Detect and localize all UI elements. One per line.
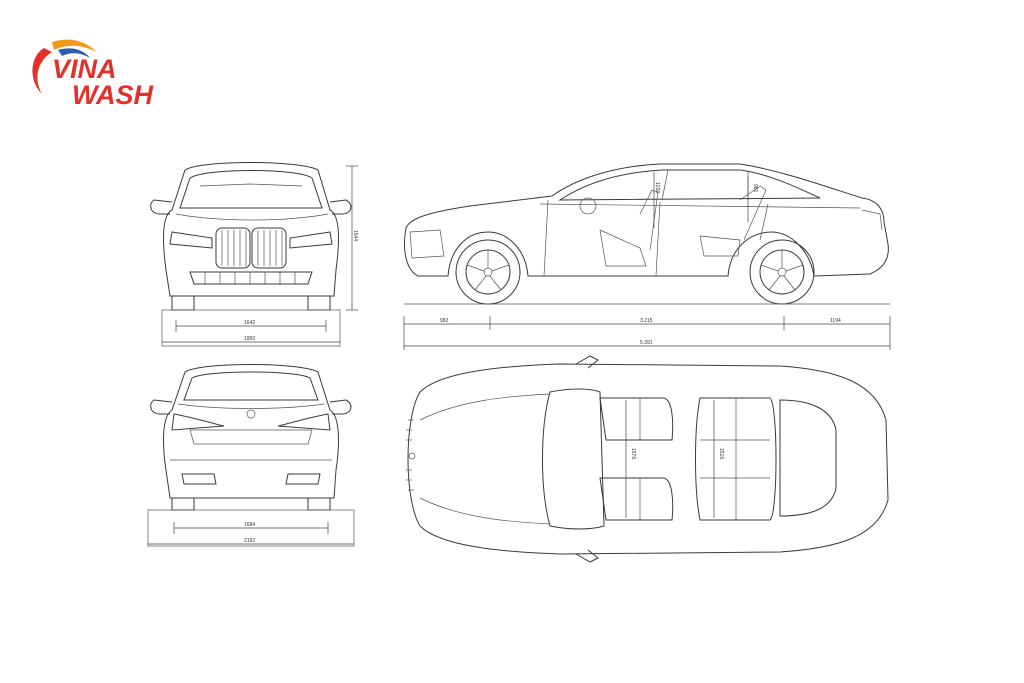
- logo-swoosh-red: [32, 48, 52, 94]
- rear-width-outer: 2192: [244, 538, 255, 544]
- vinawash-logo: VINA WASH: [32, 39, 154, 110]
- side-headroom-front: 1030: [654, 182, 660, 193]
- side-length: 5.391: [640, 340, 653, 346]
- side-overhang-rear: 1194: [830, 318, 841, 324]
- top-width-front-seat: 1576: [630, 448, 636, 459]
- side-overhang-front: 982: [440, 318, 449, 324]
- side-headroom-rear: 981: [752, 184, 758, 193]
- logo-text-wash: WASH: [72, 80, 154, 110]
- top-width-rear-seat: 1516: [718, 448, 724, 459]
- side-wheelbase: 3.215: [640, 318, 653, 324]
- logo-text-vina: VINA: [52, 54, 117, 84]
- side-view: 1030 981 982 3.215 1194 5.391: [403, 163, 891, 350]
- front-width-outer: 1950: [244, 336, 255, 342]
- logo-swoosh-blue: [58, 48, 90, 58]
- rear-width-inner: 1684: [244, 522, 255, 528]
- front-width-inner: 1642: [244, 320, 255, 326]
- rear-view: 1684 2192: [147, 364, 355, 547]
- front-height: 1544: [352, 230, 358, 241]
- front-view: 1642 1950 1544: [150, 162, 358, 347]
- logo-swoosh-orange: [52, 39, 96, 52]
- top-view: 1576 1516: [406, 355, 889, 563]
